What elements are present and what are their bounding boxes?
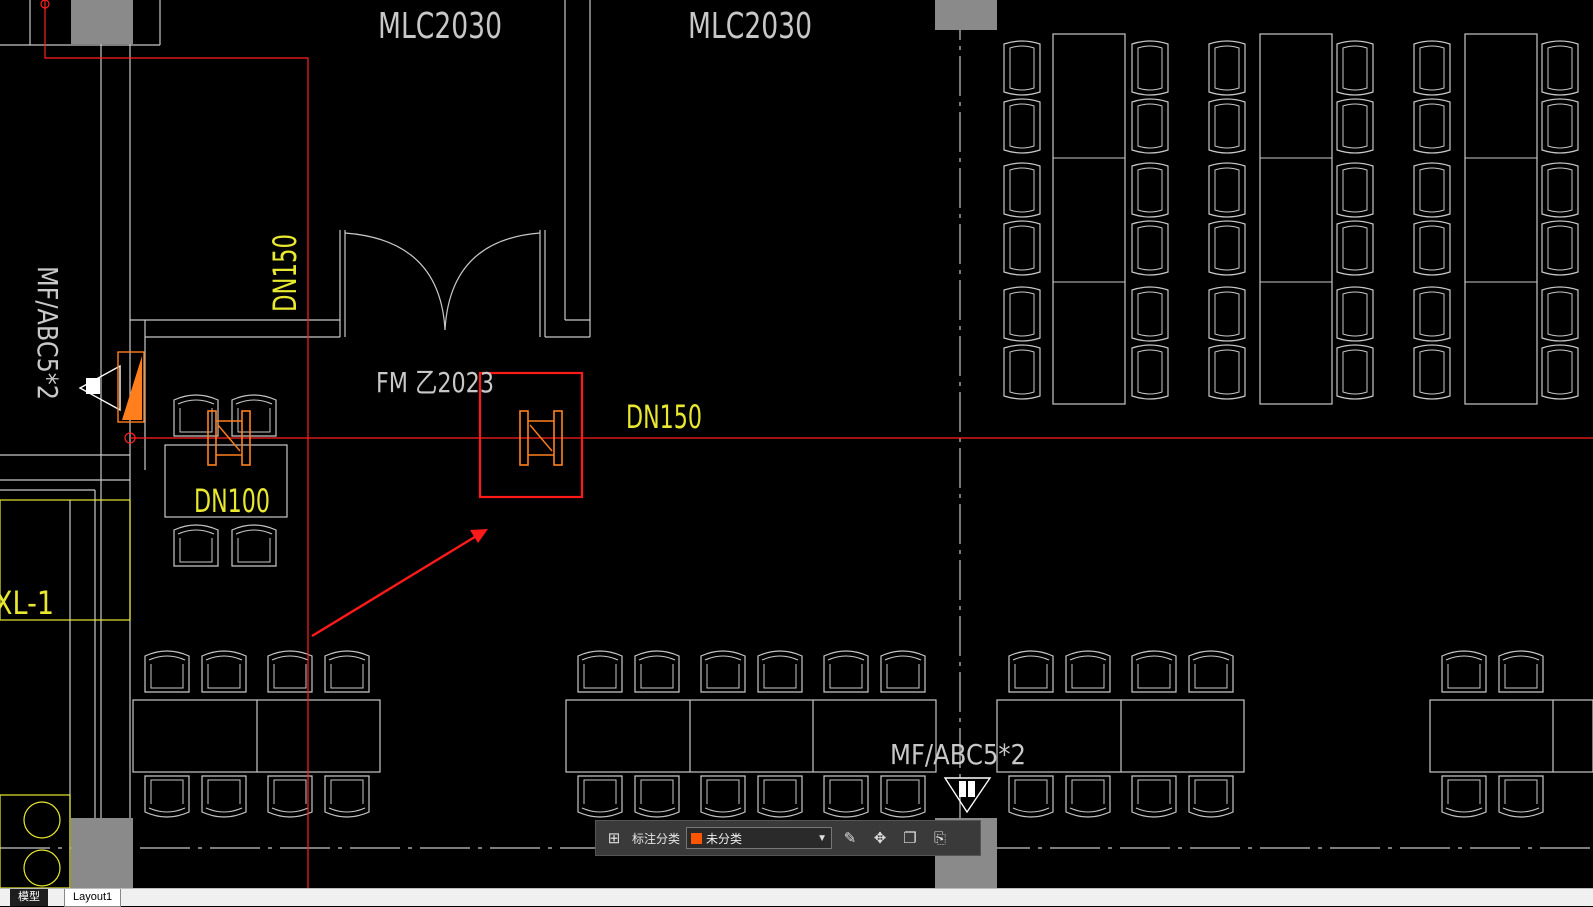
door-tag: FM 乙2023 (376, 366, 494, 399)
window-tag-2: MLC2030 (688, 6, 812, 47)
paste-icon[interactable]: ⎘ (934, 829, 947, 847)
category-value: 未分类 (706, 831, 743, 846)
highlight-box (478, 371, 584, 499)
fire-pipes (40, 0, 1593, 888)
panel-tag: XL-1 (0, 584, 54, 622)
move-icon[interactable]: ✥ (873, 830, 887, 847)
chevron-down-icon: ▼ (817, 832, 828, 844)
grid-icon[interactable]: ⊞ (607, 830, 621, 847)
pipe-label-horizontal: DN150 (626, 398, 702, 436)
chairs-lower (144, 650, 1544, 818)
category-label: 标注分类 (632, 831, 681, 846)
tab-layout1[interactable]: Layout1 (64, 889, 122, 907)
tab-model[interactable]: 模型 (10, 889, 48, 906)
annotation-arrow (311, 529, 488, 638)
edit-icon[interactable]: ✎ (843, 830, 857, 847)
double-door (344, 232, 541, 331)
extinguisher-symbol-bottom (943, 777, 992, 814)
panel-box (0, 499, 131, 888)
chairs-small-room (164, 394, 288, 567)
extinguisher-label-left: MF/ABC5*2 (31, 266, 64, 400)
window-tag-1: MLC2030 (378, 6, 502, 47)
category-color-swatch (691, 832, 703, 844)
layout-tab-bar: 模型 Layout1 (0, 888, 1593, 907)
cad-canvas[interactable]: MLC2030 MLC2030 DN150 DN150 DN100 FM 乙20… (0, 0, 1593, 888)
columns (71, 0, 997, 888)
extinguisher-symbol-left (78, 351, 145, 423)
pipe-label-small: DN100 (194, 482, 270, 520)
pipe-label-vertical: DN150 (266, 234, 304, 312)
furniture-lower (132, 699, 1593, 773)
wall-lines (0, 0, 1593, 888)
extinguisher-label-bottom: MF/ABC5*2 (890, 738, 1026, 771)
category-select[interactable]: 未分类 ▼ (686, 827, 833, 849)
copy-icon[interactable]: ❐ (903, 830, 917, 847)
furniture-upper (1003, 33, 1578, 405)
annotation-toolbar: ⊞ 标注分类 未分类 ▼ ✎ ✥ ❐ ⎘ (595, 820, 981, 856)
